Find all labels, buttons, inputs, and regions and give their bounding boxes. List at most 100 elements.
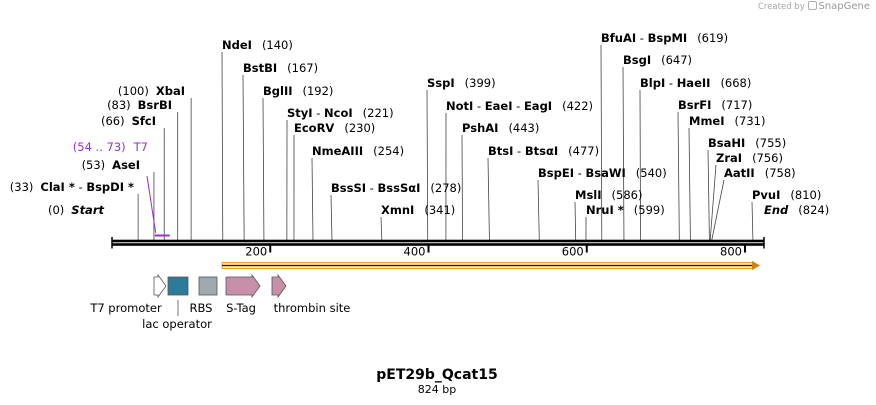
feature-thrombin-site-glyph — [271, 273, 287, 299]
site-position: (755) — [755, 136, 786, 150]
site-position: (540) — [636, 166, 667, 180]
site-label: SspI(399) — [427, 76, 496, 90]
primer-name: T7 — [133, 140, 148, 154]
site-position: (619) — [697, 31, 728, 45]
site-label: BsrFI (717) — [678, 98, 752, 112]
site-position: (477) — [568, 144, 599, 158]
site-label: BtsI - BtsαI(477) — [488, 144, 599, 158]
site-enzyme-name: End — [764, 203, 789, 217]
site-line — [709, 164, 717, 241]
site-position: (278) — [430, 181, 461, 195]
site-enzyme-name: ZraI — [716, 151, 742, 165]
site-position: (83) — [107, 98, 131, 112]
site-enzyme-name: BspMI — [648, 31, 688, 45]
site-position: (422) — [562, 99, 593, 113]
site-position: (810) — [790, 188, 821, 202]
site-label: ZraI (756) — [716, 151, 783, 165]
site-enzyme-name: BfuAI — [601, 31, 636, 45]
site-enzyme-name: BsrFI — [678, 98, 711, 112]
site-line — [461, 134, 463, 241]
site-position: (731) — [735, 114, 766, 128]
site-enzyme-name: BsgI — [623, 53, 651, 67]
site-enzyme-name: EaeI — [485, 99, 513, 113]
site-line — [311, 157, 314, 241]
site-label: BsaHI(755) — [708, 136, 786, 150]
site-position: (341) — [424, 203, 455, 217]
site-position: (53) — [82, 158, 106, 172]
feature-label: RBS — [190, 301, 213, 315]
plasmid-length: 824 bp — [418, 383, 456, 396]
feature-label: thrombin site — [274, 301, 351, 315]
site-line — [426, 89, 429, 241]
site-position: (717) — [721, 98, 752, 112]
site-label: NruI * (599) — [586, 203, 665, 217]
site-position: (756) — [752, 151, 783, 165]
site-line — [262, 97, 265, 241]
site-label: (66)SfcI — [101, 114, 156, 128]
site-enzyme-name: NcoI — [324, 106, 353, 120]
site-label: XmnI(341) — [381, 203, 455, 217]
site-position: (586) — [612, 188, 643, 202]
site-enzyme-name: NdeI — [222, 38, 252, 52]
feature-rbs-glyph — [198, 276, 218, 296]
site-label: (53)AseI — [82, 158, 140, 172]
site-line — [330, 194, 333, 241]
feature-label: lac operator — [142, 317, 212, 331]
site-enzyme-name: Start — [71, 203, 104, 217]
watermark-prefix: Created by — [757, 2, 805, 12]
feature-label: S-Tag — [226, 301, 256, 315]
site-line — [677, 111, 680, 241]
site-position: (599) — [634, 203, 665, 217]
snapgene-watermark: Created by SnapGene — [758, 1, 870, 12]
plasmid-title: pET29b_Qcat15 — [376, 367, 497, 383]
site-label: (33) ClaI * - BspDI * — [10, 180, 134, 194]
site-lines — [137, 44, 754, 241]
site-separator: - — [75, 180, 86, 194]
site-line — [537, 179, 540, 241]
site-position: (668) — [720, 76, 751, 90]
site-position: (221) — [363, 106, 394, 120]
site-position: (33) — [10, 180, 34, 194]
site-separator: - — [366, 181, 377, 195]
site-enzyme-name: BspDI * — [86, 180, 134, 194]
site-label: PvuI(810) — [752, 188, 821, 202]
site-label: NotI - EaeI - EagI(422) — [446, 99, 593, 113]
site-enzyme-name: BglII — [263, 84, 293, 98]
site-enzyme-name: XbaI — [156, 84, 185, 98]
site-label: PshAI(443) — [462, 121, 539, 135]
site-line — [221, 51, 224, 241]
feature-lac-operator-glyph — [167, 276, 189, 296]
site-label: BfuAI - BspMI(619) — [601, 31, 728, 45]
site-separator: - — [512, 99, 523, 113]
site-line — [688, 127, 691, 241]
site-enzyme-name: NotI — [446, 99, 473, 113]
primer-range: (54 .. 73) — [73, 140, 126, 154]
site-enzyme-name: BssSαI — [378, 181, 421, 195]
feature-s-tag-glyph — [225, 273, 261, 299]
site-position: (192) — [303, 84, 334, 98]
top-strand — [112, 239, 764, 243]
site-position: (254) — [373, 144, 404, 158]
site-label: (0)Start — [48, 203, 105, 217]
site-label: BlpI - HaeII(668) — [640, 76, 751, 90]
site-enzyme-name: NruI * — [586, 203, 624, 217]
site-label: BsgI(647) — [623, 53, 692, 67]
site-labels: (0)Start (33) ClaI * - BspDI * (53)AseI (66)… — [10, 31, 829, 217]
site-line — [622, 66, 625, 241]
site-enzyme-name: AatII — [724, 166, 755, 180]
site-line — [711, 179, 725, 241]
watermark-brand: SnapGene — [818, 1, 870, 12]
site-line — [574, 201, 577, 241]
site-enzyme-name: BtsI — [488, 144, 513, 158]
site-position: (66) — [101, 114, 125, 128]
site-enzyme-name: ClaI * — [40, 180, 74, 194]
site-line — [707, 149, 710, 241]
site-enzyme-name: BstBI — [243, 61, 277, 75]
site-position: (230) — [344, 121, 375, 135]
site-enzyme-name: BsrBI — [138, 98, 172, 112]
ruler-tick-label: 800 — [720, 245, 742, 259]
site-position: (140) — [262, 38, 293, 52]
ruler-tick-label: 400 — [404, 245, 426, 259]
feature-label: T7 promoter — [89, 301, 162, 315]
